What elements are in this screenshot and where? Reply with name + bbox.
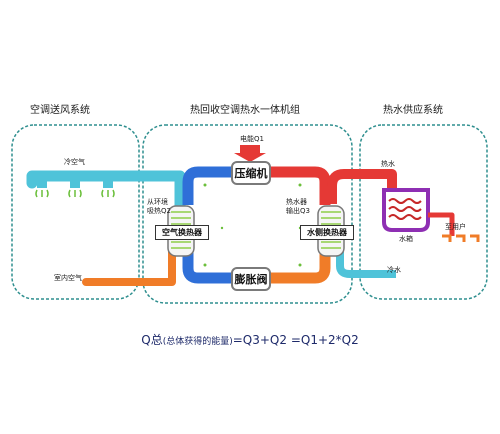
- air-exchanger-label: 空气换热器: [155, 225, 209, 240]
- hot-water-pipe: [327, 169, 397, 204]
- tank-label: 水箱: [399, 235, 413, 243]
- left-section-title: 空调送风系统: [30, 105, 90, 116]
- water-tank: [382, 188, 430, 232]
- output-q3-label: 热水器 输出Q3: [286, 198, 310, 216]
- cold-water-label: 冷水: [387, 266, 401, 274]
- cold-air-label: 冷空气: [64, 158, 85, 166]
- right-system-frame: [359, 124, 488, 300]
- formula-paren: (总体获得的能量): [162, 337, 233, 347]
- output-q3-line2: 输出Q3: [286, 207, 310, 215]
- right-section-title: 热水供应系统: [383, 105, 443, 116]
- flow-dots: [203, 183, 302, 267]
- electric-q1-label: 电能Q1: [240, 135, 264, 143]
- absorb-q2-label: 从环境 吸热Q2: [147, 198, 171, 216]
- output-q3-line1: 热水器: [286, 198, 307, 206]
- indoor-air-label: 室内空气: [54, 274, 82, 282]
- absorb-q2-line2: 吸热Q2: [147, 207, 171, 215]
- refrigerant-cold-line: [182, 166, 232, 205]
- to-user-pipe: [428, 212, 455, 236]
- cold-air-leaf-icons: [35, 189, 115, 198]
- air-vents: [37, 179, 113, 188]
- refrigerant-hot-line: [268, 166, 331, 205]
- energy-formula: Q总(总体获得的能量)=Q3+Q2 =Q1+2*Q2: [0, 331, 500, 348]
- middle-system-frame: [142, 124, 353, 304]
- water-exchanger-label: 水侧换热器: [300, 225, 354, 240]
- to-user-label: 至用户: [445, 223, 466, 231]
- cold-water-pipe: [336, 252, 396, 278]
- faucet-icons: [442, 234, 480, 242]
- formula-prefix: Q总: [141, 333, 163, 347]
- hot-water-label: 热水: [381, 160, 395, 168]
- middle-section-title: 热回收空调热水一体机组: [190, 105, 300, 116]
- expansion-valve-box: 膨胀阀: [231, 267, 271, 291]
- compressor-box: 压缩机: [231, 161, 271, 185]
- cold-air-duct: [26, 170, 186, 214]
- electric-input-arrow: [234, 145, 266, 162]
- refrigerant-bottom-left-line: [182, 252, 232, 284]
- absorb-q2-line1: 从环境: [147, 198, 168, 206]
- indoor-air-duct: [82, 246, 176, 286]
- formula-suffix: =Q3+Q2 =Q1+2*Q2: [232, 333, 359, 347]
- refrigerant-bottom-right-line: [268, 252, 331, 284]
- left-system-frame: [11, 124, 140, 300]
